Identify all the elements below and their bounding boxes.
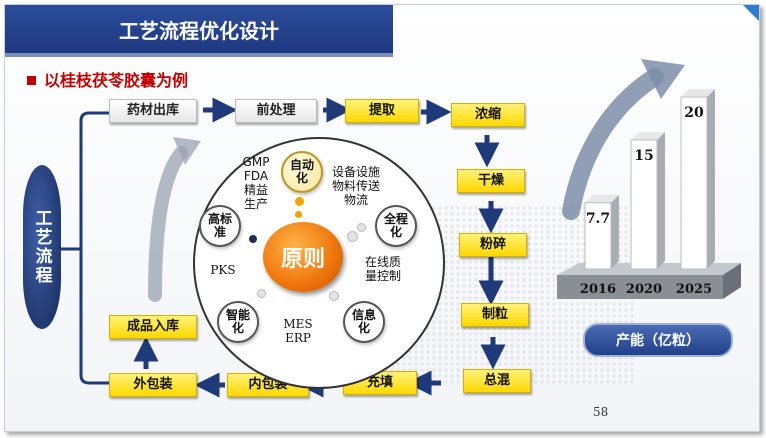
node-intelligent-label: 智能化 [225,308,250,335]
slide-title: 工艺流程优化设计 [119,19,279,43]
dot-decoration [257,289,266,298]
subtitle: 以桂枝茯苓胶囊为例 [27,67,188,91]
chart-platform-side [723,263,741,299]
capacity-label: 产能（亿粒） [583,323,733,357]
step-granulation: 制粒 [461,303,529,327]
corner-decoration [743,5,759,21]
text-pks: PKS [210,263,236,277]
slide: 工艺流程优化设计 以桂枝茯苓胶囊为例 工艺流程 [4,4,760,432]
node-informatization: 信息化 [343,301,385,343]
node-high-standard-label: 高标准 [207,212,232,239]
principle-core: 原则 [263,222,343,292]
node-automation: 自动化 [281,151,323,193]
bar-2016: 7.7 2016 [580,194,619,297]
text-gmp-fda: GMP FDA 精益 生产 [242,155,270,211]
step-extraction: 提取 [345,99,419,123]
step-crushing: 粉碎 [459,233,527,257]
dot-decoration [357,223,366,232]
bar-front [630,139,658,270]
bar-category-label: 2016 [580,282,616,297]
bar-side [657,132,665,269]
node-intelligent: 智能化 [217,301,259,343]
curved-arrow-left [148,146,188,302]
step-concentration: 浓缩 [451,103,525,127]
bar-2025: 20 2025 [676,89,715,297]
bar-top [585,194,619,203]
bar-value-label: 7.7 [586,211,610,227]
node-high-standard: 高标准 [199,205,241,247]
subtitle-text: 以桂枝茯苓胶囊为例 [44,71,189,90]
step-finished-storage: 成品入库 [109,315,197,339]
chart-platform-front [557,275,723,299]
bar-front [680,96,708,270]
step-outer-packaging: 外包装 [109,373,197,397]
dot-decoration [295,211,302,218]
bar-side [611,194,619,269]
process-vertical-label: 工艺流程 [23,165,61,329]
step-drying: 干燥 [457,169,525,193]
node-automation-label: 自动化 [289,158,314,185]
curved-arrow-growth-head [641,59,685,99]
bar-top [631,132,665,140]
dot-decoration [329,291,339,301]
bar-category-label: 2020 [626,282,662,297]
text-mes-erp: MES ERP [283,317,313,345]
bullet-icon [27,76,36,85]
step-herb-outbound: 药材出库 [109,99,197,123]
step-mixing: 总混 [463,369,531,393]
node-full-process: 全程化 [375,205,417,247]
bar-side [707,89,715,269]
step-pretreatment: 前处理 [235,99,317,123]
title-bar: 工艺流程优化设计 [5,5,393,57]
curved-arrow-growth [562,68,664,220]
bar-value-label: 15 [634,148,653,164]
bar-top [681,89,715,97]
dot-decoration [249,235,257,243]
dot-decoration [295,197,304,206]
text-equipment: 设备设施 物料传送 物流 [331,165,380,207]
bar-value-label: 20 [684,105,704,121]
curved-arrow-left-head [173,137,201,165]
bar-front [584,202,612,270]
node-informatization-label: 信息化 [351,308,376,335]
bar-2020: 15 2020 [626,132,665,297]
text-online-qc: 在线质 量控制 [364,255,401,283]
flow-connectors [61,59,685,398]
page-number: 58 [593,405,609,419]
node-full-process-label: 全程化 [383,212,408,239]
dot-decoration [347,231,358,242]
bar-category-label: 2025 [676,282,712,297]
